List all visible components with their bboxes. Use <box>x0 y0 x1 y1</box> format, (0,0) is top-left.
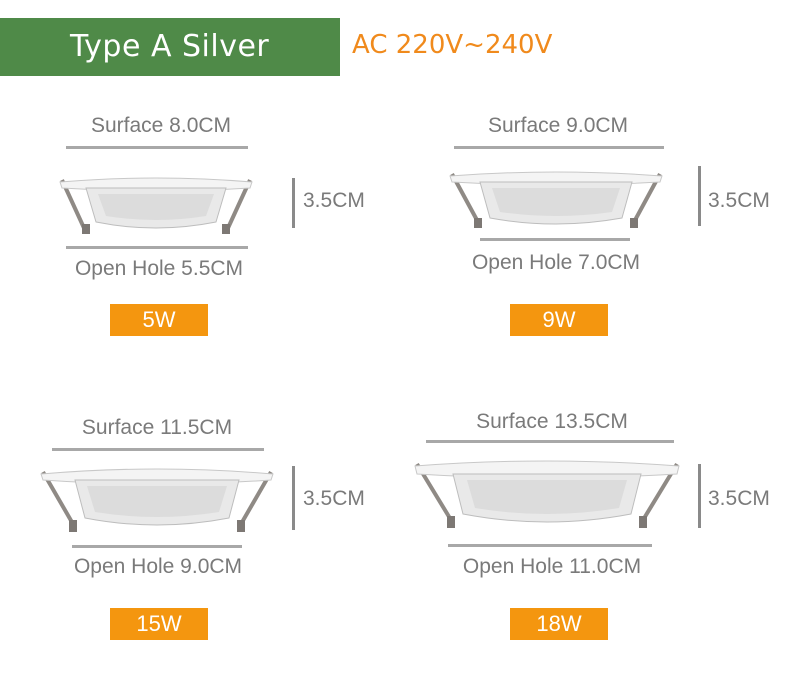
height-dimension-line <box>292 466 295 530</box>
open-hole-dimension-line <box>480 238 630 241</box>
downlight-image <box>449 171 663 228</box>
height-dimension-line <box>292 178 295 228</box>
open-hole-label: Open Hole 5.5CM <box>74 257 244 280</box>
surface-dimension-line <box>426 440 674 443</box>
height-dimension-line <box>698 464 701 528</box>
height-label: 3.5CM <box>303 487 365 510</box>
surface-label: Surface 9.0CM <box>487 114 629 137</box>
height-dimension-line <box>698 166 701 226</box>
voltage-label: AC 220V~240V <box>352 30 553 60</box>
surface-label: Surface 8.0CM <box>90 114 232 137</box>
height-label: 3.5CM <box>708 487 770 510</box>
open-hole-dimension-line <box>72 545 242 548</box>
downlight-image <box>414 460 680 528</box>
product-card-15w: Surface 11.5CM 3.5CM Open Hole 9.0CM 15W <box>0 400 400 700</box>
open-hole-label: Open Hole 11.0CM <box>462 555 642 578</box>
open-hole-label: Open Hole 7.0CM <box>471 251 641 274</box>
downlight-image <box>59 177 253 234</box>
wattage-badge: 5W <box>110 304 208 336</box>
wattage-badge: 15W <box>110 608 208 640</box>
height-label: 3.5CM <box>708 189 770 212</box>
product-card-18w: Surface 13.5CM 3.5CM Open Hole 11.0CM 18… <box>400 400 800 700</box>
surface-dimension-line <box>52 448 264 451</box>
open-hole-dimension-line <box>66 246 248 249</box>
product-card-5w: Surface 8.0CM 3.5CM Open Hole 5.5CM 5W <box>0 100 400 400</box>
open-hole-dimension-line <box>448 544 652 547</box>
surface-dimension-line <box>66 146 248 149</box>
surface-label: Surface 13.5CM <box>476 410 628 433</box>
product-type-badge: Type A Silver <box>0 18 340 76</box>
open-hole-label: Open Hole 9.0CM <box>73 555 243 578</box>
product-type-title: Type A Silver <box>70 29 270 64</box>
surface-dimension-line <box>454 146 664 149</box>
product-card-9w: Surface 9.0CM 3.5CM Open Hole 7.0CM 9W <box>400 100 800 400</box>
wattage-badge: 9W <box>510 304 608 336</box>
height-label: 3.5CM <box>303 189 365 212</box>
surface-label: Surface 11.5CM <box>81 416 233 439</box>
downlight-image <box>40 468 274 532</box>
wattage-badge: 18W <box>510 608 608 640</box>
